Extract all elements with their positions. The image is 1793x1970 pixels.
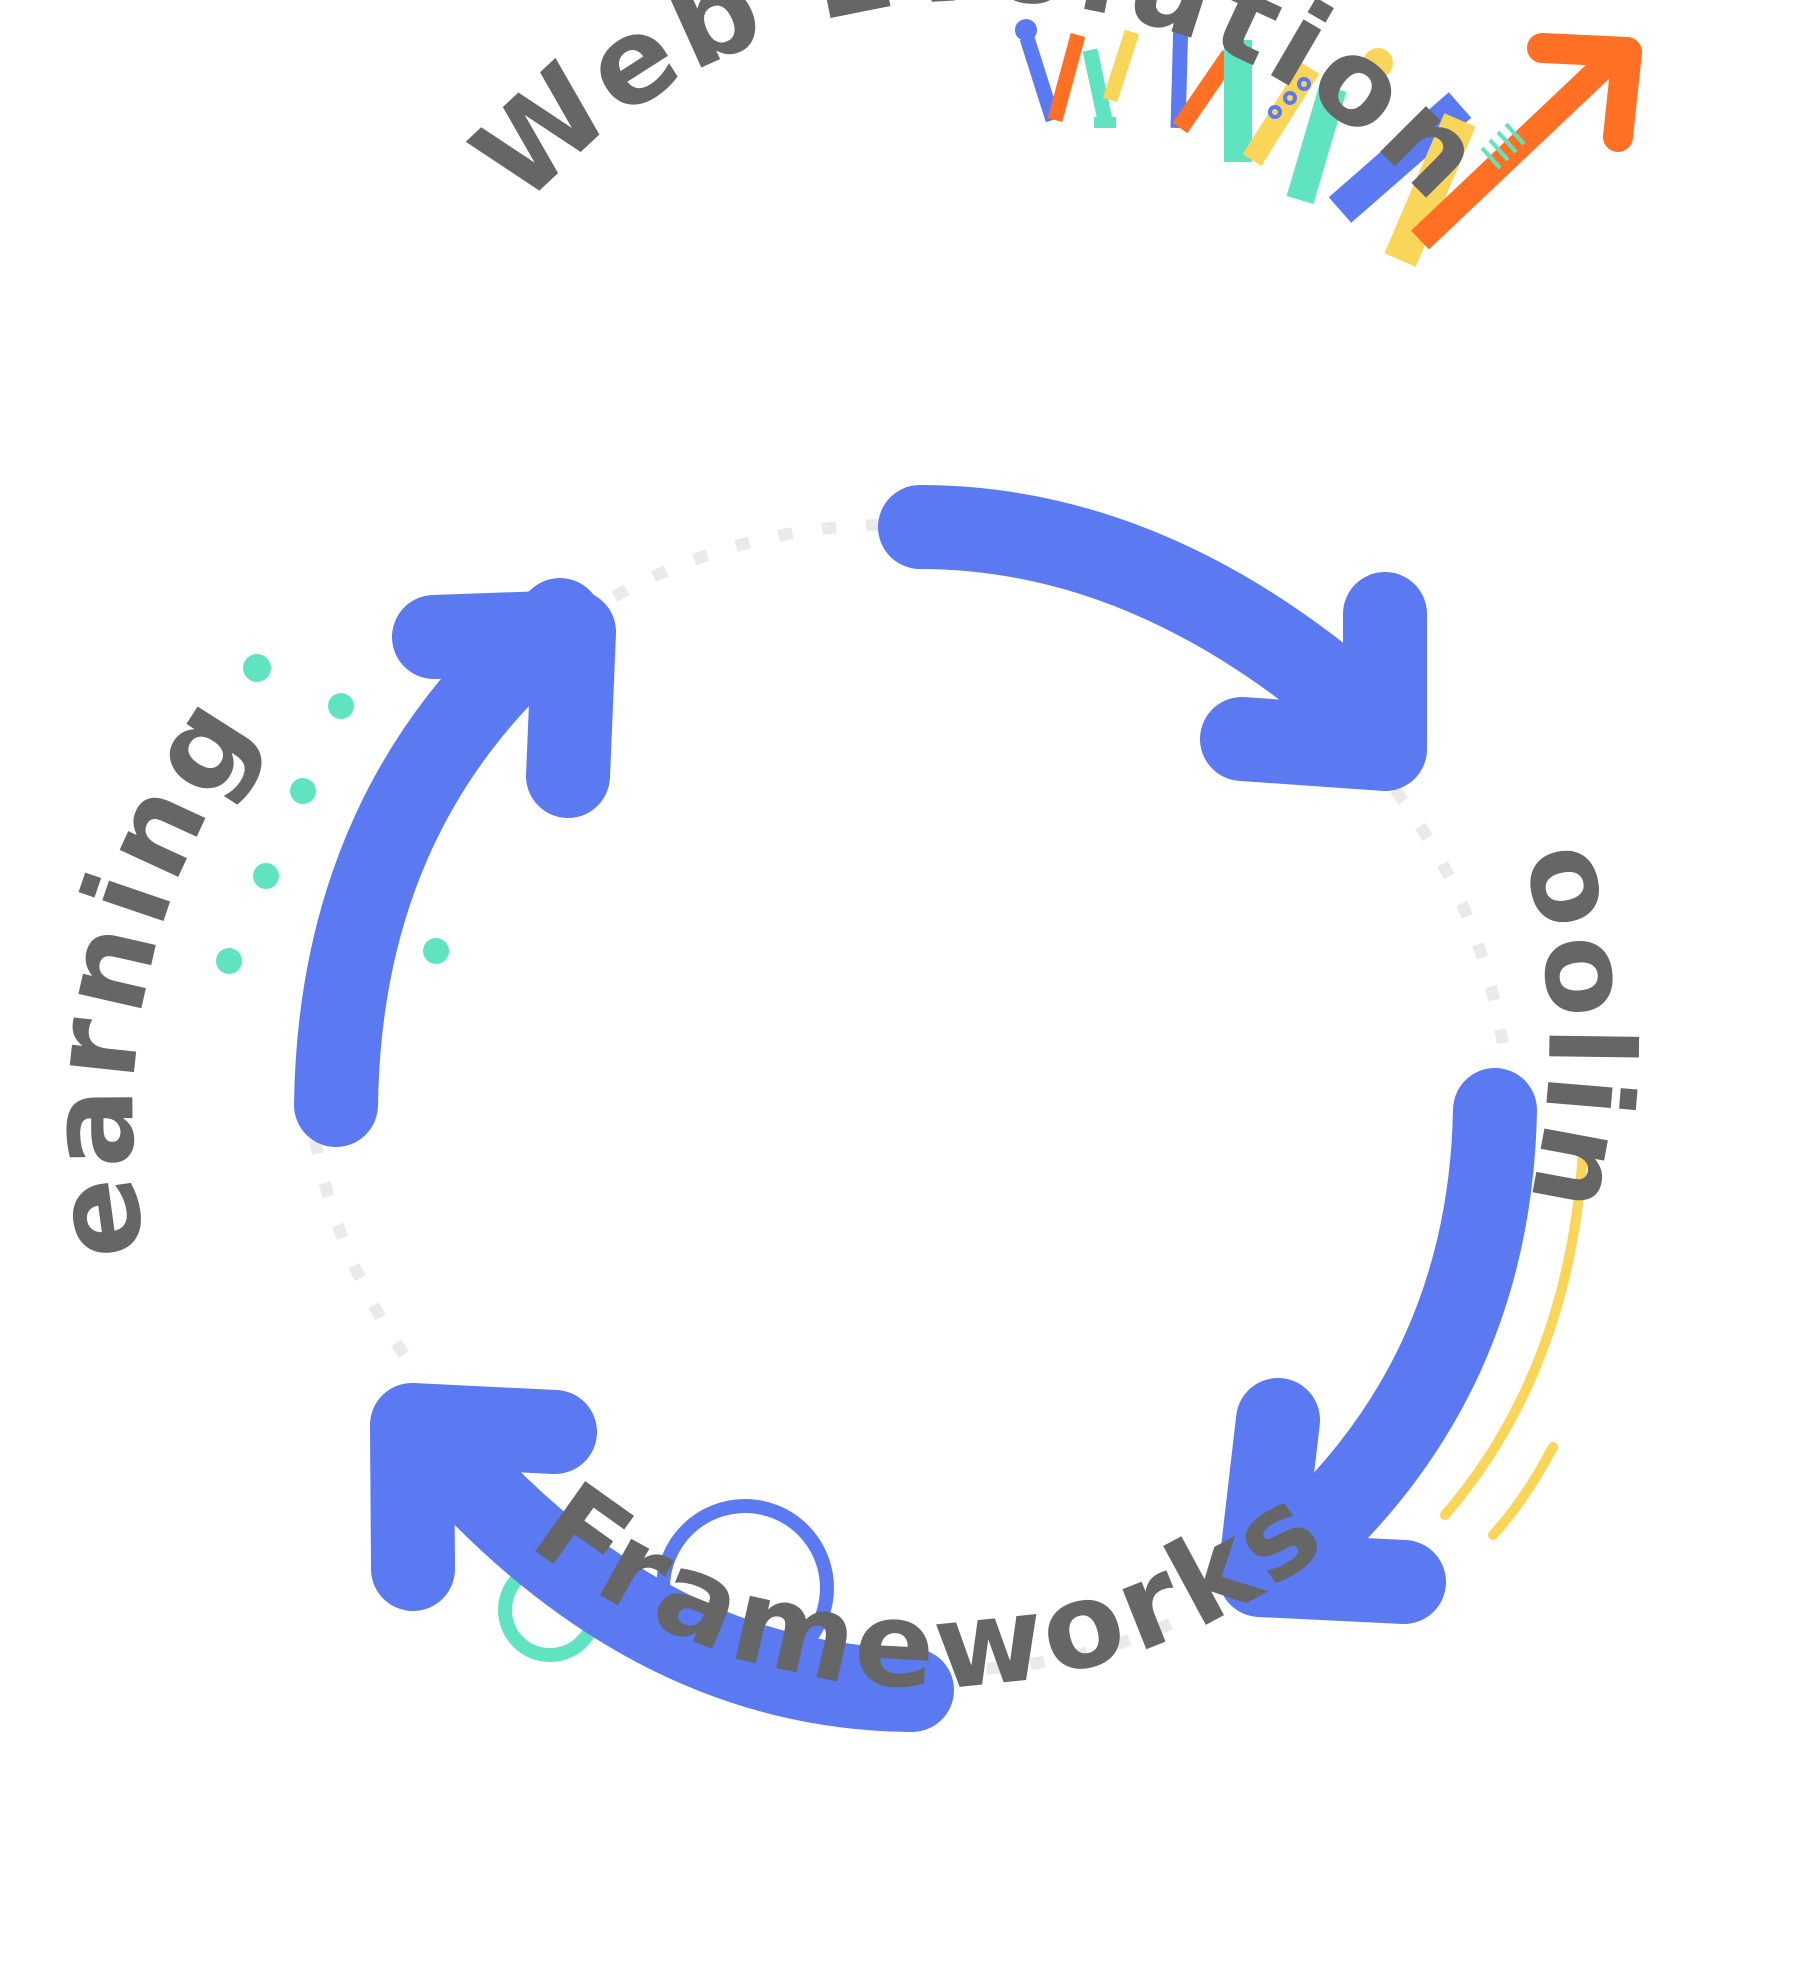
cycle-arrows bbox=[294, 485, 1537, 1732]
arrow-top-to-right bbox=[878, 485, 1412, 762]
arrowhead-bottom bbox=[370, 1383, 597, 1611]
dashed-segment-right bbox=[1390, 786, 1511, 1061]
yellow-motion-lines bbox=[1440, 1145, 1588, 1540]
dashed-segment-bottom bbox=[959, 1599, 1213, 1676]
green-dots bbox=[216, 654, 449, 974]
arrowhead-top bbox=[1200, 572, 1427, 791]
arrow-bottom-to-left bbox=[383, 1388, 954, 1732]
dashed-segment-top bbox=[596, 519, 881, 611]
dashed-ring-segments bbox=[309, 519, 1511, 1676]
arrowhead-right bbox=[1218, 1378, 1446, 1624]
arrow-right-to-bottom bbox=[1248, 1068, 1537, 1597]
arrowehead-left bbox=[392, 590, 616, 818]
label-learnings: Learnings bbox=[0, 0, 284, 1268]
label-frameworks: Frameworks bbox=[510, 1455, 1349, 1717]
arrow-left-to-top bbox=[294, 578, 602, 1147]
www-logo-icon bbox=[1015, 17, 1642, 267]
dashed-segment-left bbox=[309, 1138, 420, 1374]
